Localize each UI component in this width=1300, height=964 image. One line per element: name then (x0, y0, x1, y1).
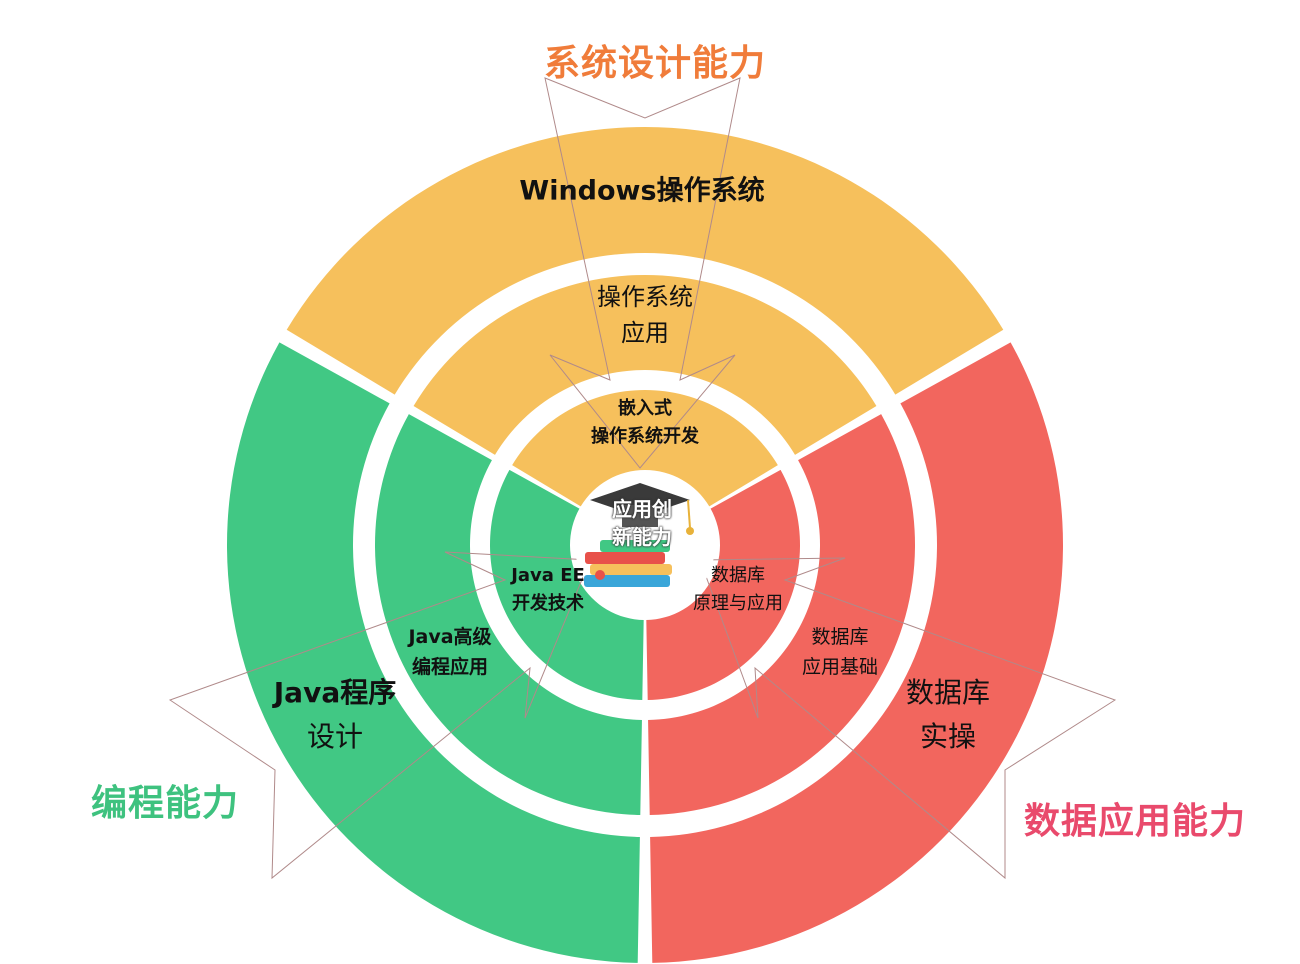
java-advanced-label: Java高级 编程应用 (408, 626, 492, 678)
system-ring-2 (413, 275, 877, 455)
programming-ring-1 (490, 469, 644, 700)
data-ring-2 (648, 414, 915, 815)
programming-title: 编程能力 (90, 783, 240, 824)
database-practice-label: 数据库 实操 (905, 676, 991, 753)
java-programming-label: Java程序 设计 (273, 676, 397, 753)
callout-arrow-3 (699, 557, 1117, 880)
os-application-label: 操作系统 应用 (597, 283, 693, 347)
callout-arrow-1 (544, 77, 741, 469)
books-graduation-cap-icon (584, 483, 694, 587)
system-ring-1 (512, 389, 778, 507)
data-ring-3 (650, 342, 1063, 963)
embedded-os-label: 嵌入式 操作系统开发 (591, 398, 699, 447)
windows-os-label: Windows操作系统 (519, 175, 765, 207)
app-innovation-label: 应用创 新能力 (612, 497, 672, 549)
system-ring-3 (286, 127, 1004, 395)
database-principles-label: 数据库 原理与应用 (693, 565, 783, 614)
callout-arrow-2 (168, 551, 591, 880)
sector-shapes (227, 127, 1063, 963)
programming-ring-3 (227, 342, 640, 963)
java-ee-label: Java EE 开发技术 (511, 565, 585, 614)
data-ring-1 (646, 469, 800, 700)
center-badge (575, 475, 715, 615)
system-design-title: 系统设计能力 (543, 43, 767, 84)
database-basics-label: 数据库 应用基础 (801, 626, 879, 678)
programming-ring-2 (375, 414, 642, 815)
callout-arrows (168, 77, 1117, 880)
data-application-title: 数据应用能力 (1023, 801, 1247, 842)
